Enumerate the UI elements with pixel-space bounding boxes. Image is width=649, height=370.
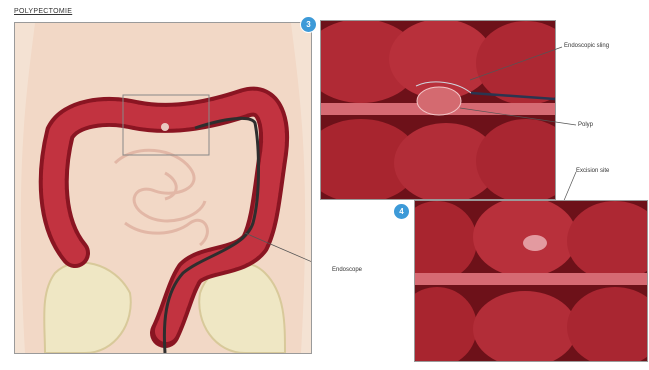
label-endoscope: Endoscope [332, 267, 362, 273]
label-endoscope-sling: Endoscopic sling [564, 43, 609, 49]
colon-interior-top [321, 21, 555, 199]
excision-site [523, 235, 547, 251]
polyp-small [161, 123, 169, 131]
colon-interior-bottom [415, 201, 647, 361]
label-polyp: Polyp [578, 122, 593, 128]
polyp [417, 87, 461, 115]
detail-panel-top [320, 20, 556, 200]
label-excision: Excision site [576, 168, 609, 174]
colon-overview-panel [14, 22, 312, 354]
step-badge-3: 3 [300, 16, 317, 33]
step-badge-4: 4 [393, 203, 410, 220]
figure-title: POLYPECTOMIE [14, 8, 72, 15]
colon-illustration [15, 23, 311, 353]
detail-panel-bottom [414, 200, 648, 362]
